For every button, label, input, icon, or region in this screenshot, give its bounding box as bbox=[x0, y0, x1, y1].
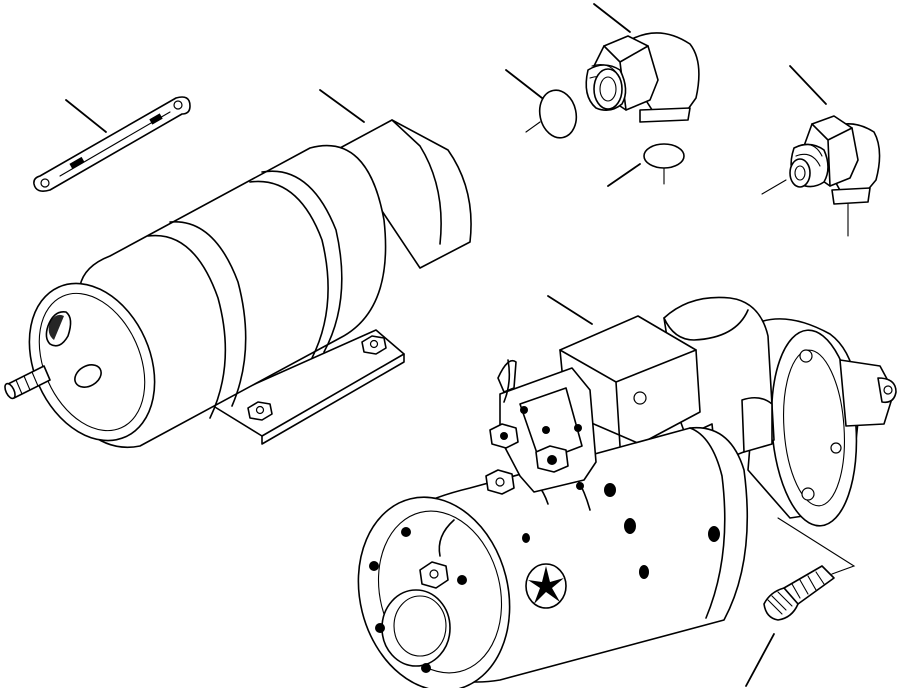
leader-drive-bolt bbox=[745, 633, 775, 687]
leader-ground-strap bbox=[65, 99, 107, 133]
leader-o-ring-lower bbox=[607, 163, 641, 187]
starter-motor bbox=[357, 296, 897, 688]
o-ring-lower bbox=[643, 143, 685, 169]
star-badge bbox=[525, 563, 567, 609]
leader-starter-motor bbox=[547, 295, 593, 325]
terminal-nut-3 bbox=[485, 469, 515, 495]
leader-o-ring-upper bbox=[505, 69, 543, 99]
leader-relay-canister bbox=[319, 89, 365, 123]
ground-strap bbox=[33, 96, 191, 192]
terminal-nut-1 bbox=[489, 423, 519, 449]
elbow-fitting-large bbox=[585, 32, 700, 123]
elbow-fitting-small bbox=[789, 115, 881, 205]
terminal-nut-2 bbox=[535, 445, 569, 473]
leader-drive-bolt-connector bbox=[777, 517, 856, 575]
starter-relay-canister bbox=[4, 119, 472, 449]
bracket-nut-left bbox=[247, 401, 273, 421]
leader-elbow-small bbox=[789, 65, 827, 105]
drive-bolt bbox=[763, 565, 835, 621]
o-ring-upper bbox=[538, 89, 578, 139]
bracket-nut-right bbox=[361, 335, 387, 355]
leader-elbow-large bbox=[593, 3, 631, 33]
